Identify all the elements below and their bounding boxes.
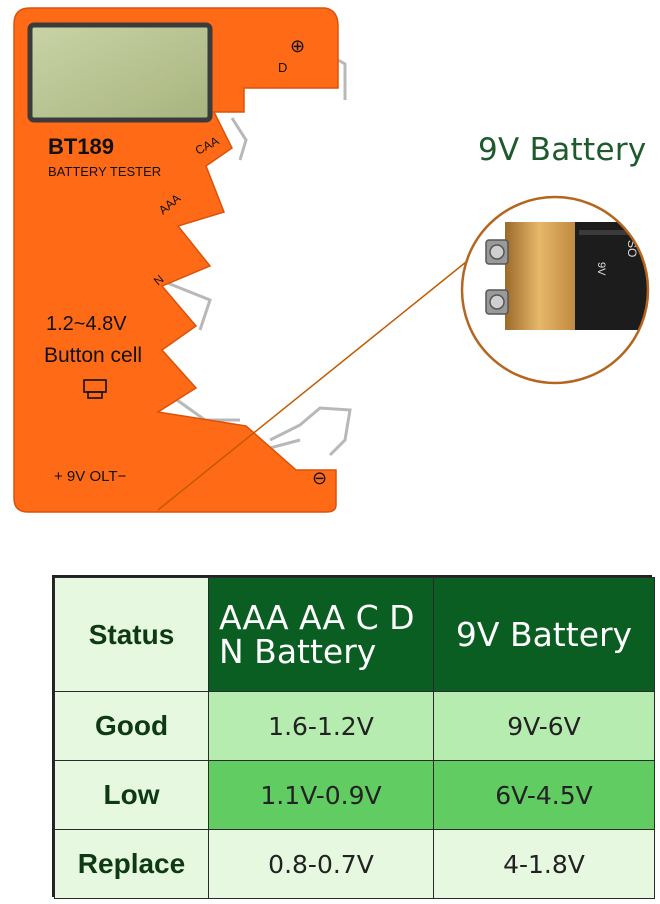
low-9v-range: 6V-4.5V	[433, 760, 655, 830]
button-cell-label: Button cell	[44, 344, 142, 367]
battery-status-table: Status AAA AA C D N Battery 9V Battery G…	[52, 575, 655, 899]
low-aaa-range: 1.1V-0.9V	[208, 760, 434, 830]
battery-callout-circle: 9V SO	[460, 195, 650, 385]
aaa-aa-c-d-n-header: AAA AA C D N Battery	[208, 577, 434, 692]
plus-terminal-symbol: ⊕	[290, 36, 305, 56]
minus-terminal-symbol: ⊖	[312, 468, 327, 488]
button-cell-range: 1.2~4.8V	[46, 313, 127, 335]
status-replace: Replace	[54, 829, 209, 899]
aaa-header-line1: AAA AA C D	[219, 597, 415, 637]
battery-print-so: SO	[625, 240, 639, 257]
model-label: BT189	[48, 134, 114, 159]
table-row: Good 1.6-1.2V 9V-6V	[54, 691, 655, 761]
tester-body	[13, 7, 339, 513]
replace-aaa-range: 0.8-0.7V	[208, 829, 434, 899]
status-good: Good	[54, 691, 209, 761]
table-header-row: Status AAA AA C D N Battery 9V Battery	[54, 577, 655, 692]
status-low: Low	[54, 760, 209, 830]
good-aaa-range: 1.6-1.2V	[208, 691, 434, 761]
battery-tester-illustration: BT189 BATTERY TESTER ⊕ D CAA AAA N 1.2~4…	[13, 7, 650, 513]
lcd-screen	[27, 22, 213, 123]
nine-volt-header: 9V Battery	[433, 577, 655, 692]
nine-volt-caption: 9V Battery	[478, 132, 647, 168]
slot-label-d: D	[278, 60, 287, 75]
aaa-header-line2: N Battery	[219, 631, 377, 671]
nine-volt-terminal-label: + 9V OLT−	[54, 468, 127, 485]
table-row: Replace 0.8-0.7V 4-1.8V	[54, 829, 655, 899]
subtitle-label: BATTERY TESTER	[48, 164, 161, 179]
good-9v-range: 9V-6V	[433, 691, 655, 761]
button-cell-icon	[83, 379, 107, 399]
status-header: Status	[54, 577, 209, 692]
callout-pointer-line	[157, 261, 467, 511]
table-row: Low 1.1V-0.9V 6V-4.5V	[54, 760, 655, 830]
replace-9v-range: 4-1.8V	[433, 829, 655, 899]
battery-print-9v: 9V	[595, 262, 607, 276]
